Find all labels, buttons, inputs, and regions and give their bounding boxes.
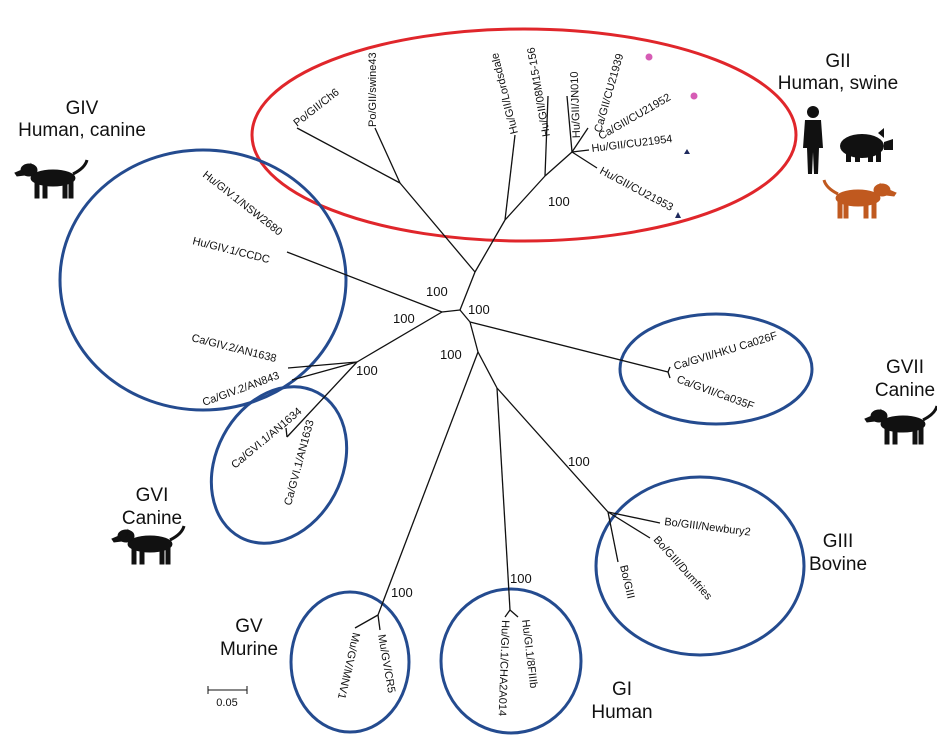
scale-bar-label: 0.05 <box>216 697 237 709</box>
group-label: GI <box>612 679 632 700</box>
gv-outline <box>289 590 411 734</box>
bootstrap-value: 100 <box>393 311 415 326</box>
canine-strain-marker <box>645 53 653 61</box>
leaf-label: Hu/GIV.1/NSW2680 <box>200 169 284 238</box>
gvi-outline <box>209 385 349 545</box>
leaf-label: Po/GII/Ch6 <box>291 86 341 129</box>
group-host-label: Human, swine <box>778 73 898 94</box>
human-strain-marker <box>684 149 690 154</box>
leaf-label: Hu/GII/JN010 <box>569 71 583 138</box>
group-label: GVI <box>136 485 169 506</box>
leaf-label: Ca/GVII/HKU Ca026F <box>672 330 779 373</box>
leaf-label: Ca/GIV.2/AN843 <box>201 370 281 409</box>
group-label: GIII <box>823 531 854 552</box>
group-label: GII <box>825 51 850 72</box>
leaf-label: Bo/GIII/Dumfries <box>651 534 715 603</box>
group-host-label: Human, canine <box>18 120 146 141</box>
bootstrap-value: 100 <box>510 571 532 586</box>
pig-icon <box>840 128 893 162</box>
leaf-label: Po/GII/swine43 <box>367 52 379 127</box>
group-host-label: Murine <box>220 639 278 660</box>
leaf-label: Mu/GV/CR5 <box>375 633 397 693</box>
leaf-label: Ca/GIV.2/AN1638 <box>190 332 277 365</box>
human-silhouette-icon <box>803 106 823 174</box>
leaf-label: Hu/GI.1/8FIIIb <box>519 619 539 689</box>
group-host-label: Canine <box>875 380 935 401</box>
human-strain-marker <box>675 212 681 218</box>
bootstrap-value: 100 <box>391 585 413 600</box>
group-host-label: Canine <box>122 508 182 529</box>
dog-icon <box>863 404 937 446</box>
canine-strain-marker <box>690 92 698 100</box>
giv-outline <box>58 148 348 412</box>
leaf-label: Hu/GII/08M15-156 <box>525 46 553 137</box>
leaf-label: Ca/GVII/Ca035F <box>675 374 756 413</box>
bootstrap-value: 100 <box>548 194 570 209</box>
bootstrap-value: 100 <box>426 284 448 299</box>
giii-outline <box>594 475 806 657</box>
group-label: GIV <box>66 98 99 119</box>
gi-outline <box>439 587 583 735</box>
dog-icon <box>110 524 186 566</box>
leaf-label: Hu/GI.1/CHA2A014 <box>496 620 511 716</box>
leaf-label: Ca/GVI.1/AN1633 <box>282 419 316 507</box>
leaf-label: Mu/GV/MNV1 <box>335 631 362 700</box>
tree-branches <box>285 95 671 631</box>
group-host-label: Human <box>591 702 652 723</box>
dog-icon <box>822 178 898 220</box>
gii-outline <box>250 27 798 243</box>
bootstrap-value: 100 <box>568 454 590 469</box>
group-label: GVII <box>886 357 924 378</box>
scale-bar: 0.05 <box>207 686 248 709</box>
dog-icon <box>13 158 89 200</box>
group-host-label: Bovine <box>809 554 867 575</box>
bootstrap-value: 100 <box>440 347 462 362</box>
leaf-label: Hu/GIV.1/CCDC <box>191 235 271 266</box>
leaf-label: Bo/GIII/Newbury2 <box>664 516 752 538</box>
gvii-outline <box>618 312 814 426</box>
leaf-label: Bo/GIII <box>617 564 636 600</box>
group-label: GV <box>235 616 263 637</box>
bootstrap-value: 100 <box>468 302 490 317</box>
leaf-label: Hu/GII/CU21953 <box>598 165 675 214</box>
leaf-label: Hu/GII/Lordsdale <box>489 52 521 136</box>
bootstrap-value: 100 <box>356 363 378 378</box>
